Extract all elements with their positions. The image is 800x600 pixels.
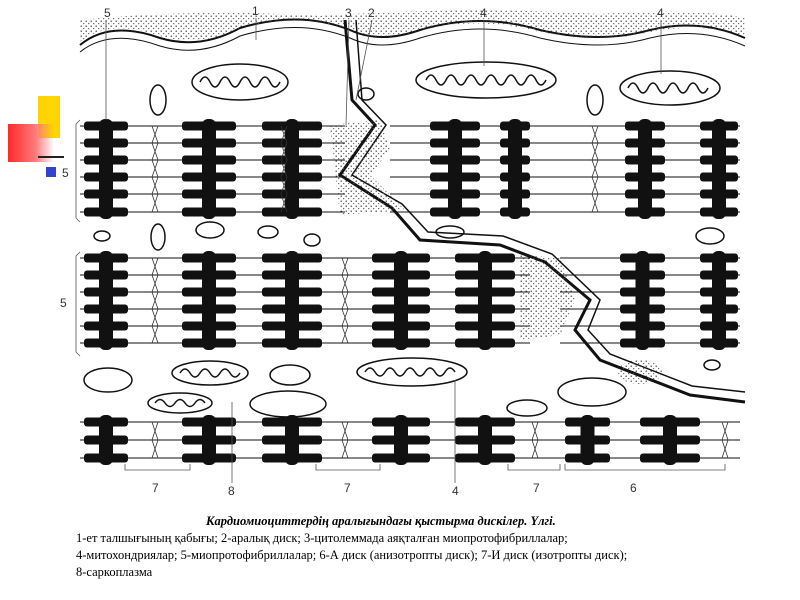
label-top-5: 4: [480, 6, 487, 20]
label-bottom-2: 8: [228, 484, 235, 498]
caption-line-3: 8-саркоплазма: [76, 565, 153, 579]
m-line-bar: [448, 119, 462, 219]
label-bottom-6: 6: [630, 481, 637, 495]
z-line-mark: [721, 421, 729, 441]
sarcoplasm-inclusions: [93, 84, 725, 371]
z-line-mark: [151, 257, 159, 276]
z-line-mark: [591, 193, 599, 213]
m-line-bar: [202, 119, 216, 219]
z-line-mark: [151, 125, 159, 144]
connective-tissue: [80, 10, 745, 42]
label-top-2: 1: [252, 4, 259, 18]
m-line-bar: [638, 119, 652, 219]
m-line-bar: [478, 415, 492, 465]
decor-blue-square: [46, 167, 56, 177]
label-top-4: 2: [368, 6, 375, 20]
m-line-bar: [285, 415, 299, 465]
disc-stipple-3: [618, 360, 662, 384]
z-line-mark: [151, 308, 159, 327]
m-line-bar: [635, 251, 650, 350]
decor-red-block: [8, 124, 54, 162]
m-line-bar: [478, 251, 492, 350]
m-line-bar: [285, 119, 299, 219]
leader-lines: [75, 18, 726, 483]
m-line-bar: [99, 251, 113, 350]
z-line-mark: [341, 325, 349, 344]
z-line-mark: [591, 125, 599, 144]
z-line-mark: [151, 193, 159, 213]
caption-line-2: 4-митохондриялар; 5-миопротофибриллалар;…: [76, 548, 628, 562]
z-line-mark: [151, 142, 159, 161]
m-line-bar: [285, 251, 299, 350]
label-top-6: 4: [657, 6, 664, 20]
caption-title: Кардиомиоциттердің аралығындағы қыстырма…: [206, 514, 556, 528]
mitochondria: [83, 61, 721, 418]
label-bottom-1: 7: [152, 481, 159, 495]
fiber-membrane-inner: [79, 26, 746, 53]
m-line-bar: [712, 119, 726, 219]
z-line-mark: [341, 439, 349, 459]
label-side-1: 5: [62, 166, 69, 180]
z-line-mark: [591, 176, 599, 195]
disc-stipple-1: [330, 120, 405, 215]
figure-caption: Кардиомиоциттердің аралығындағы қыстырма…: [76, 513, 786, 581]
z-line-mark: [280, 176, 288, 195]
label-top-1: 5: [104, 6, 111, 20]
z-line-mark: [721, 439, 729, 459]
label-top-3: 3: [345, 6, 352, 20]
z-line-mark: [280, 159, 288, 178]
decor-line: [38, 156, 64, 158]
m-line-bar: [202, 415, 216, 465]
z-line-mark: [151, 291, 159, 310]
disc-stipple-2: [520, 255, 575, 340]
labels: 5 1 3 2 4 4 5 5 7 8 7 4 7 6: [60, 4, 664, 498]
m-line-bar: [202, 251, 216, 350]
z-line-mark: [341, 274, 349, 293]
z-line-mark: [531, 439, 539, 459]
m-line-bar: [394, 415, 408, 465]
z-line-mark: [280, 125, 288, 144]
z-line-mark: [151, 439, 159, 459]
z-line-mark: [151, 274, 159, 293]
z-line-mark: [531, 421, 539, 441]
m-line-bar: [508, 119, 522, 219]
myofibril-bundles: [80, 119, 740, 465]
z-line-mark: [151, 176, 159, 195]
m-line-bar: [580, 415, 595, 465]
m-line-bar: [99, 119, 113, 219]
m-line-bar: [394, 251, 408, 350]
m-line-bar: [712, 251, 726, 350]
label-bottom-4: 4: [452, 484, 459, 498]
z-line-mark: [341, 257, 349, 276]
z-line-mark: [591, 159, 599, 178]
z-line-mark: [151, 325, 159, 344]
label-bottom-3: 7: [344, 481, 351, 495]
z-line-mark: [341, 308, 349, 327]
caption-line-1: 1-ет талшығының қабығы; 2-аралық диск; 3…: [76, 531, 568, 545]
z-line-mark: [151, 421, 159, 441]
z-line-mark: [341, 291, 349, 310]
label-side-2: 5: [60, 296, 67, 310]
z-line-mark: [151, 159, 159, 178]
m-line-bar: [663, 415, 677, 465]
z-line-mark: [280, 193, 288, 213]
m-line-bar: [99, 415, 113, 465]
z-line-mark: [591, 142, 599, 161]
label-bottom-5: 7: [533, 481, 540, 495]
z-line-mark: [280, 142, 288, 161]
z-line-mark: [341, 421, 349, 441]
